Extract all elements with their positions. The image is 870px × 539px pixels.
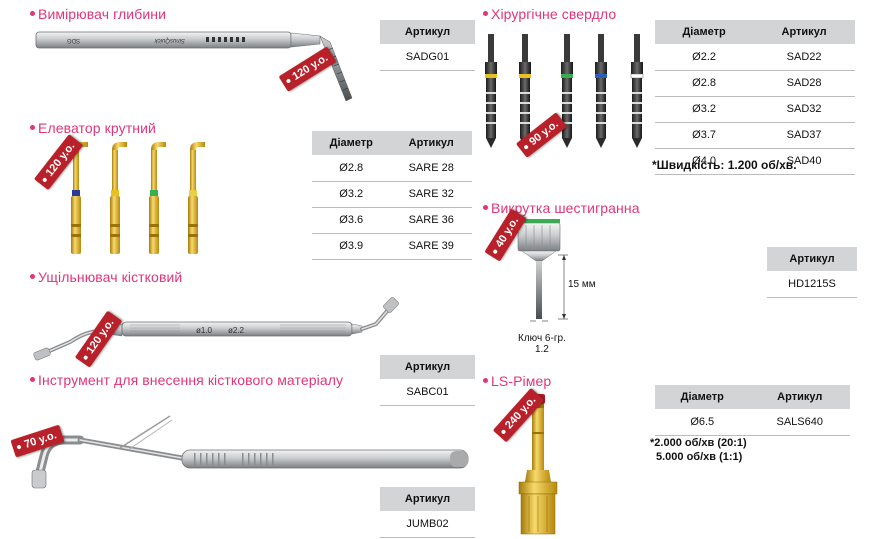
bone-condenser-title-text: Ущільнювач кістковий [38, 269, 183, 285]
condenser-marking-2: ø2.2 [228, 326, 245, 335]
table-cell: SADG01 [380, 44, 475, 71]
ls-reamer-title: LS-Рімер [483, 373, 551, 389]
table-cell: SARE 32 [390, 181, 472, 208]
bullet-icon [30, 273, 35, 279]
bone-carrier-illustration [31, 415, 469, 489]
table-cell: SAD22 [753, 44, 855, 71]
table-cell: SABC01 [380, 379, 475, 406]
table-cell: Ø4.0 [655, 148, 754, 175]
hex-driver-key-label: Ключ 6-гр. 1.2 [518, 333, 566, 355]
depth-gauge-marking-brand: SinusQuick [154, 37, 185, 43]
surgical-drill-illustration [485, 34, 644, 148]
table-header: Артикул [749, 385, 850, 409]
table-cell: HD1215S [767, 271, 857, 298]
bone-carrier-table: Артикул JUMB02 [380, 487, 475, 538]
ls-reamer-note-line1: *2.000 об/хв (20:1) [650, 437, 747, 449]
table-cell: Ø2.8 [655, 70, 754, 97]
bullet-icon [483, 377, 488, 383]
condenser-marking-1: ø1.0 [196, 326, 213, 335]
table-header: Артикул [380, 20, 475, 44]
ls-reamer-note-line2: 5.000 об/хв (1:1) [656, 451, 743, 463]
bullet-icon [483, 10, 488, 16]
table-cell: Ø2.8 [312, 155, 391, 182]
table-cell: SARE 39 [390, 233, 472, 260]
hex-driver-length-label: 15 мм [568, 279, 596, 290]
hex-driver-key-label-line2: 1.2 [534, 344, 549, 355]
hex-driver-table: Артикул HD1215S [767, 247, 857, 298]
table-cell: SAD28 [753, 70, 855, 97]
table-cell: Ø3.2 [312, 181, 391, 208]
table-header: Артикул [380, 355, 475, 379]
table-cell: SARE 28 [390, 155, 472, 182]
rotary-elevator-title-text: Елеватор крутний [38, 120, 156, 136]
bone-condenser-title: Ущільнювач кістковий [30, 269, 182, 285]
bone-carrier-title: Інструмент для внесення кісткового матер… [30, 372, 343, 388]
ls-reamer-title-text: LS-Рімер [491, 373, 552, 389]
hex-driver-key-label-line1: Ключ 6-гр. [518, 333, 566, 344]
table-cell: JUMB02 [380, 511, 475, 538]
hex-driver-illustration [517, 219, 568, 322]
ls-reamer-note: *2.000 об/хв (20:1) 5.000 об/хв (1:1) [650, 436, 747, 464]
bullet-icon [30, 10, 35, 16]
table-cell: SAD40 [753, 148, 855, 175]
bullet-icon [483, 204, 488, 210]
table-cell: Ø3.9 [312, 233, 391, 260]
table-cell: SAD32 [753, 96, 855, 123]
bone-carrier-title-text: Інструмент для внесення кісткового матер… [38, 372, 344, 388]
table-cell: Ø3.2 [655, 96, 754, 123]
table-cell: SAD37 [753, 122, 855, 149]
table-header: Діаметр [655, 385, 750, 409]
surgical-drill-note: *Швидкість: 1.200 об/хв. [652, 158, 797, 172]
table-cell: SARE 36 [390, 207, 472, 234]
rotary-elevator-title: Елеватор крутний [30, 120, 156, 136]
table-header: Артикул [753, 20, 855, 44]
bullet-icon [30, 124, 35, 130]
depth-gauge-title: Вимірювач глибини [30, 6, 166, 22]
table-header: Діаметр [655, 20, 754, 44]
table-header: Артикул [767, 247, 857, 271]
depth-gauge-title-text: Вимірювач глибини [38, 6, 167, 22]
surgical-drill-title-text: Хірургічне свердло [491, 6, 617, 22]
table-cell: Ø3.6 [312, 207, 391, 234]
table-cell: Ø3.7 [655, 122, 754, 149]
bullet-icon [30, 376, 35, 382]
depth-gauge-marking-sdg: SDG [67, 37, 80, 43]
table-header: Артикул [390, 131, 472, 155]
depth-gauge-table: Артикул SADG01 [380, 20, 475, 71]
table-cell: SALS640 [749, 409, 850, 436]
surgical-drill-title: Хірургічне свердло [483, 6, 616, 22]
bone-condenser-table: Артикул SABC01 [380, 355, 475, 406]
hex-driver-title-text: Викрутка шестигранна [491, 200, 640, 216]
hex-driver-title: Викрутка шестигранна [483, 200, 640, 216]
table-header: Діаметр [312, 131, 391, 155]
table-cell: Ø2.2 [655, 44, 754, 71]
table-header: Артикул [380, 487, 475, 511]
ls-reamer-illustration [518, 394, 558, 535]
table-cell: Ø6.5 [655, 409, 750, 436]
